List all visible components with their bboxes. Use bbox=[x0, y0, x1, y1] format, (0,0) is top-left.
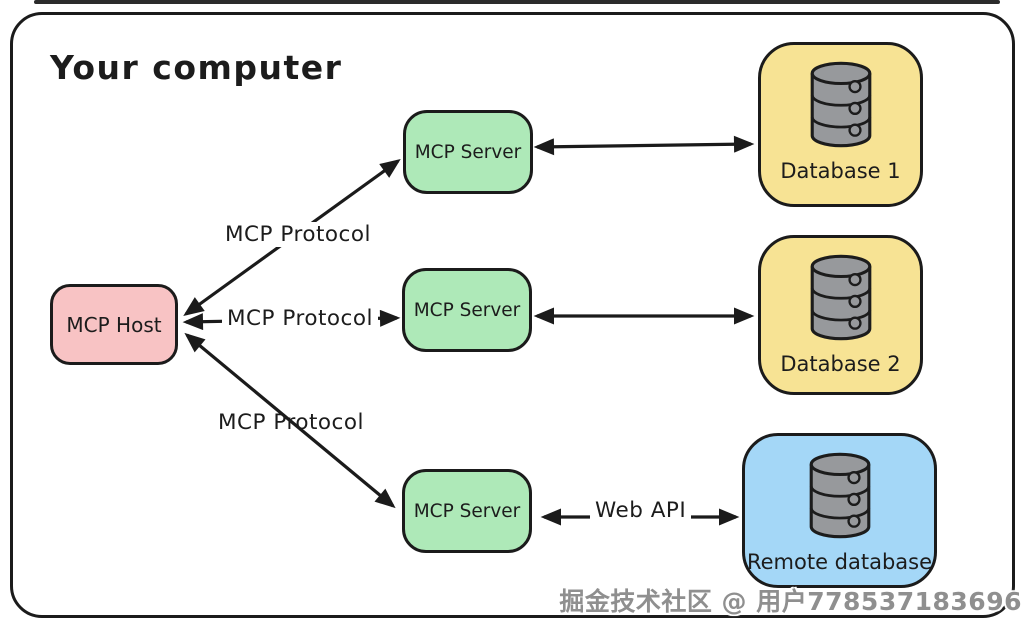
edge-label-mcp-protocol-1: MCP Protocol bbox=[220, 222, 377, 247]
node-label: MCP Server bbox=[413, 500, 521, 522]
node-mcp-server-2: MCP Server bbox=[402, 268, 532, 352]
node-label: Remote database bbox=[746, 550, 933, 574]
node-mcp-server-3: MCP Server bbox=[402, 469, 532, 553]
database-cylinder-icon bbox=[810, 254, 871, 341]
edge-label-mcp-protocol-2: MCP Protocol bbox=[222, 306, 379, 331]
edge-host-server3 bbox=[184, 332, 396, 509]
node-label: Database 2 bbox=[780, 352, 901, 376]
node-mcp-host: MCP Host bbox=[50, 284, 178, 365]
database-cylinder-icon bbox=[809, 452, 870, 539]
watermark: 掘金技术社区 @ 用户778537183696 bbox=[559, 587, 1022, 616]
node-database-1: Database 1 bbox=[758, 42, 923, 207]
boundary-title: Your computer bbox=[50, 48, 343, 87]
node-label: MCP Server bbox=[414, 141, 522, 163]
node-database-2: Database 2 bbox=[758, 235, 923, 395]
node-label: MCP Host bbox=[66, 312, 162, 337]
edge-server1-database1 bbox=[533, 135, 755, 156]
edge-label-mcp-protocol-3: MCP Protocol bbox=[218, 410, 365, 435]
node-label: MCP Server bbox=[413, 299, 521, 321]
top-edge-line bbox=[34, 0, 1000, 4]
node-mcp-server-1: MCP Server bbox=[403, 110, 533, 194]
edge-label-web-api: Web API bbox=[590, 498, 692, 523]
node-label: Database 1 bbox=[780, 159, 901, 183]
node-remote-database: Remote database bbox=[742, 433, 937, 588]
database-cylinder-icon bbox=[810, 61, 871, 148]
